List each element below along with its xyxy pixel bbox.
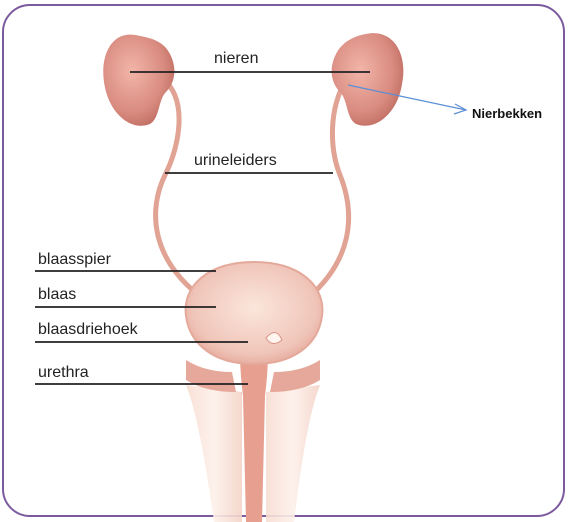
- label-blaas: blaas: [38, 286, 76, 304]
- urethra-shape: [240, 352, 268, 522]
- right-ureter: [308, 80, 349, 298]
- label-blaasdriehoek: blaasdriehoek: [38, 321, 138, 339]
- label-urineleiders: urineleiders: [194, 152, 277, 170]
- left-ureter: [156, 78, 205, 300]
- bladder-shape: [186, 262, 323, 364]
- right-kidney: [332, 33, 404, 126]
- label-urethra: urethra: [38, 364, 89, 382]
- label-blaasspier: blaasspier: [38, 251, 111, 269]
- label-nierbekken: Nierbekken: [472, 106, 542, 121]
- left-kidney: [103, 35, 174, 126]
- label-nieren: nieren: [214, 50, 258, 68]
